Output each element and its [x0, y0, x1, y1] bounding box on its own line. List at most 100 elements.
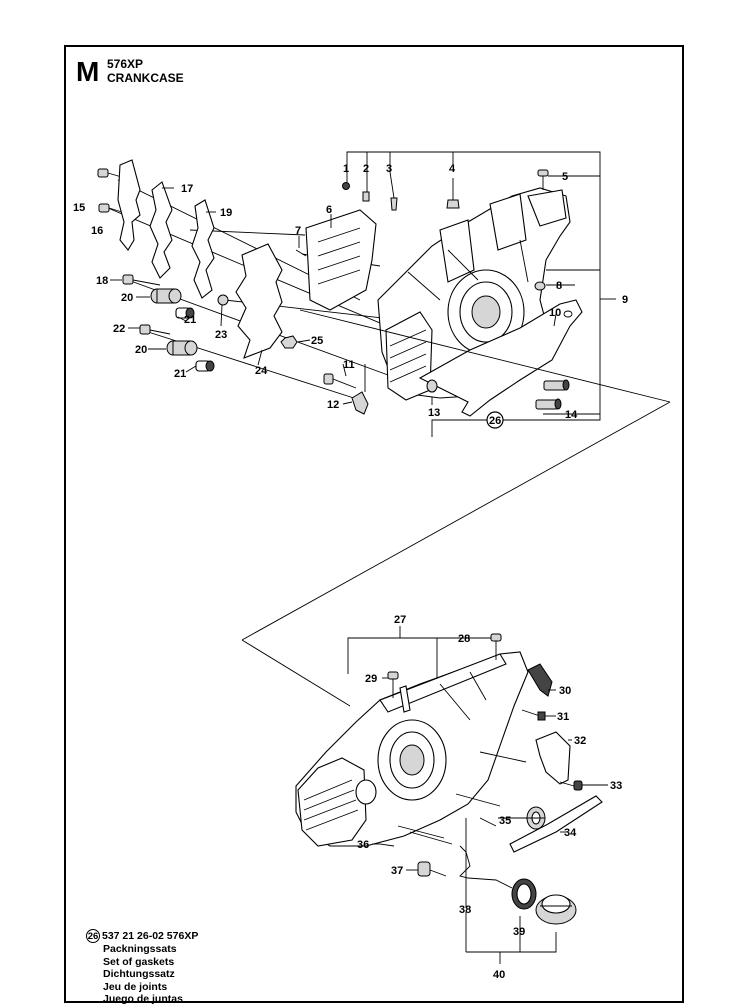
heat-shield-6: [305, 209, 377, 311]
callout-30: 30: [559, 685, 571, 697]
heat-shield-6-slots: [317, 227, 361, 285]
legend-desc-en: Set of gaskets: [103, 955, 175, 968]
callout-28: 28: [458, 633, 470, 645]
legend-ref-badge: 26: [86, 929, 100, 943]
legend-part-number: 537 21 26-02 576XP: [102, 930, 199, 942]
callout-4: 4: [449, 163, 456, 175]
plate-24: [235, 243, 283, 359]
bolt-18: [122, 274, 161, 286]
bolt-4: [446, 199, 460, 209]
wire-38: [459, 845, 513, 889]
nut-23: [217, 294, 229, 306]
callout-9: 9: [622, 294, 628, 306]
callout-21b: 21: [174, 368, 186, 380]
callout-35: 35: [499, 815, 511, 827]
callout-10: 10: [549, 307, 561, 319]
sleeve-13: [426, 379, 438, 393]
explode-guides-diagonal: [241, 309, 671, 707]
screw-29: [387, 671, 399, 698]
bolt-14: [535, 379, 570, 410]
callout-7: 7: [295, 225, 301, 237]
gasket-9: [418, 299, 583, 417]
callout-1: 1: [343, 163, 349, 175]
screw-28: [490, 633, 502, 660]
callout-labels: 1 2 3 4 5 6 7 8 9 10 11 12 13 14 15 16 1…: [73, 163, 628, 981]
bolt-22: [139, 324, 171, 335]
screw-36: [379, 843, 395, 847]
leaders-bottom: [372, 689, 608, 908]
callout-3: 3: [386, 163, 392, 175]
sleeve-21: [175, 307, 215, 372]
callout-24: 24: [255, 365, 268, 377]
callout-29: 29: [365, 673, 377, 685]
callout-20: 20: [121, 292, 133, 304]
crankcase-half-bottom: [295, 651, 529, 847]
model-name: 576XP: [107, 57, 144, 71]
callout-18: 18: [96, 275, 108, 287]
callout-37: 37: [391, 865, 403, 877]
callout-20b: 20: [135, 344, 147, 356]
callout-34: 34: [564, 827, 577, 839]
legend-desc-sv: Packningssats: [103, 943, 177, 955]
leaders-top: [110, 187, 557, 405]
callout-32: 32: [574, 735, 586, 747]
callout-19: 19: [220, 207, 232, 219]
bracket-lines-top: [346, 151, 616, 437]
screw-31: [521, 709, 546, 721]
callout-33: 33: [610, 780, 622, 792]
damper-30: [527, 663, 553, 697]
callout-5: 5: [562, 171, 568, 183]
callout-13: 13: [428, 407, 440, 419]
pin-2: [362, 191, 370, 202]
bolt-15: [97, 168, 126, 213]
screw-5: [537, 169, 549, 190]
callout-38: 38: [459, 904, 471, 916]
callout-6: 6: [326, 204, 332, 216]
plate-16: [117, 159, 141, 251]
callout-39: 39: [513, 926, 525, 938]
callout-27: 27: [394, 614, 406, 626]
long-bolts: [397, 751, 527, 845]
legend-desc-fr: Jeu de joints: [103, 980, 168, 993]
ring-39: [511, 878, 537, 910]
bolt-11: [323, 373, 357, 389]
plate-17: [149, 181, 173, 279]
pin-8: [534, 281, 546, 291]
screw-7: [295, 249, 307, 257]
callout-2: 2: [363, 163, 369, 175]
callout-23: 23: [215, 329, 227, 341]
callout-31: 31: [557, 711, 569, 723]
nut-1: [342, 182, 350, 190]
section-letter: M: [76, 56, 100, 87]
gasket-9-hole: [563, 310, 573, 318]
callout-25: 25: [311, 335, 323, 347]
callout-21: 21: [184, 314, 196, 326]
plate-19: [191, 199, 215, 299]
cover-32: [535, 731, 571, 785]
legend-desc-es: Juego de juntas: [103, 993, 183, 1006]
crankcase-bottom-fins: [303, 779, 359, 831]
cap-40: [535, 894, 577, 925]
bar-34: [509, 795, 603, 853]
callout-8: 8: [556, 280, 562, 292]
callout-15: 15: [73, 202, 85, 214]
clip-12: [351, 391, 369, 415]
callout-17: 17: [181, 183, 193, 195]
page-frame: [64, 45, 684, 1003]
callout-16: 16: [91, 225, 103, 237]
nut-25: [280, 335, 298, 349]
screw-3: [390, 197, 398, 211]
callout-22: 22: [113, 323, 125, 335]
callout-36: 36: [357, 839, 369, 851]
callout-14: 14: [565, 409, 578, 421]
section-title: CRANKCASE: [107, 71, 184, 85]
screw-37: [417, 861, 447, 877]
sleeve-20: [150, 288, 198, 356]
legend-desc-de: Dichtungssatz: [103, 968, 175, 981]
callout-26: 26: [489, 415, 501, 427]
callout-40: 40: [493, 969, 505, 981]
screw-33: [559, 780, 583, 791]
callout-12: 12: [327, 399, 339, 411]
